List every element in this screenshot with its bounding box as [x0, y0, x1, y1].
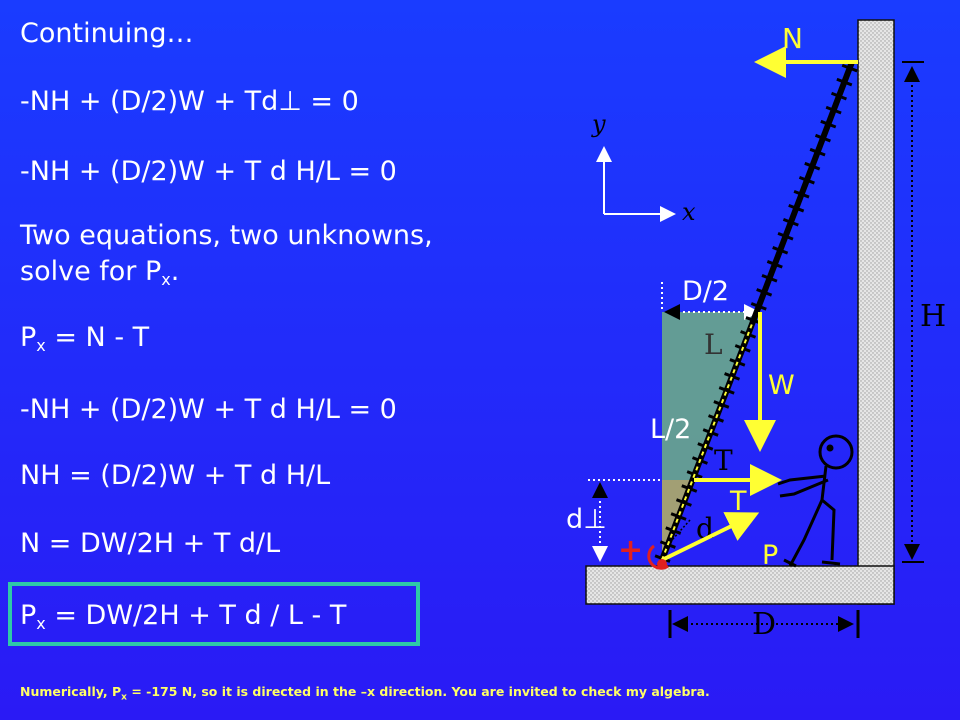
floor: [585, 565, 895, 605]
stick-figure: [777, 434, 854, 568]
result-box: [8, 582, 420, 646]
ladder: [654, 59, 860, 563]
final-equation: Px = DW/2H + T d / L - T: [20, 600, 347, 633]
equation-2: -NH + (D/2)W + T d H/L = 0: [20, 156, 397, 187]
two-equations-line-2: solve for Px.: [20, 256, 180, 289]
equation-3: -NH + (D/2)W + T d H/L = 0: [20, 394, 397, 425]
label-L-half: L/2: [650, 414, 691, 445]
coordinate-axes: [596, 146, 676, 222]
label-D: D: [752, 607, 776, 642]
equation-4: NH = (D/2)W + T d H/L: [20, 460, 331, 491]
label-P: P: [762, 540, 778, 571]
label-y: y: [591, 110, 606, 138]
equation-1: -NH + (D/2)W + Td⊥ = 0: [20, 86, 359, 117]
pivot-point: [657, 559, 667, 569]
heading: Continuing…: [20, 18, 194, 49]
equation-5: N = DW/2H + T d/L: [20, 528, 281, 559]
px-equation: Px = N - T: [20, 322, 150, 355]
label-x: x: [682, 198, 696, 226]
label-T-italic: T: [714, 444, 733, 477]
height-dimension: [902, 61, 924, 563]
label-W: W: [768, 370, 795, 401]
label-d-perp: d⊥: [566, 504, 607, 535]
label-T: T: [729, 486, 747, 517]
pivot-force-arrow: [661, 512, 760, 562]
label-L: L: [704, 328, 723, 361]
wall: [857, 19, 895, 605]
label-H: H: [920, 299, 946, 334]
width-dimension: [668, 610, 860, 638]
label-D-half: D/2: [682, 276, 729, 307]
label-N: N: [782, 22, 803, 55]
two-equations-line-1: Two equations, two unknowns,: [20, 220, 433, 251]
label-plus: +: [618, 533, 643, 568]
footnote: Numerically, Px = -175 N, so it is direc…: [20, 684, 710, 703]
